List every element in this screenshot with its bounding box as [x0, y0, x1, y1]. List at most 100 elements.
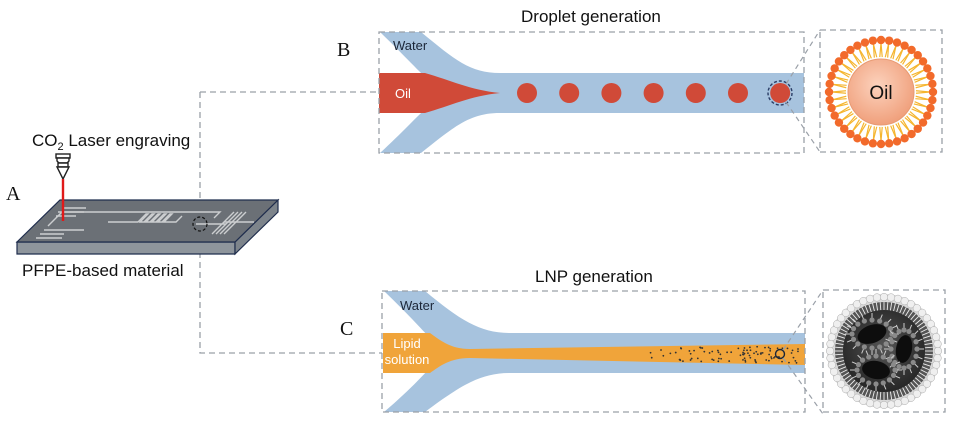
surfactant-head: [868, 36, 878, 45]
nanoparticle-dot: [790, 352, 793, 354]
zoom-frame-c: [822, 289, 946, 413]
lipid-tail: [840, 369, 848, 374]
inner-lipid-head: [889, 339, 895, 345]
lipid-tail: [914, 377, 922, 384]
inner-lipid-head: [914, 346, 920, 352]
surfactant-head: [876, 139, 886, 149]
nanoparticle-dot: [756, 353, 759, 356]
panel-letter-c: C: [340, 318, 353, 340]
panel-letter-b: B: [337, 39, 350, 61]
pfpe-chip: [15, 198, 280, 256]
nanoparticle-dot: [717, 351, 720, 354]
lipid-tail: [851, 381, 858, 389]
surfactant-head: [918, 57, 928, 66]
surfactant-tail: [851, 119, 860, 132]
lipid-head: [922, 379, 931, 388]
surfactant-tail: [832, 95, 847, 101]
surfactant-head: [834, 57, 844, 66]
inner-lipid-head: [906, 328, 912, 335]
nanoparticle-dot: [703, 350, 706, 353]
lnp-core: [843, 310, 925, 392]
nanoparticle-dot: [743, 347, 746, 349]
lipid-tail: [875, 391, 879, 400]
lipid-head: [912, 389, 921, 398]
surfactant-tail: [841, 62, 854, 71]
lipid-tail: [835, 342, 844, 346]
surfactant-droplet: [824, 35, 938, 149]
lipid-head: [933, 346, 943, 356]
surfactant-head: [825, 79, 834, 89]
inner-lipid-head: [886, 357, 893, 363]
lnp-highlight: [774, 348, 786, 360]
nanoparticle-dot: [711, 358, 714, 361]
surfactant-head: [928, 79, 937, 89]
surfactant-head: [827, 103, 836, 113]
panel-letter-a: A: [6, 183, 21, 205]
nanoparticle-dot: [744, 359, 747, 362]
panel-b: Droplet generation B Water Oil Oil: [337, 7, 943, 154]
lipid-tail: [902, 307, 907, 315]
nanoparticle-dot: [696, 357, 699, 360]
inner-lipid-head: [861, 344, 867, 350]
inner-lipid-head: [886, 377, 893, 383]
panel-c-title: LNP generation: [535, 267, 653, 286]
nanoparticle-dot: [768, 353, 771, 356]
lipid-nanoparticle: [825, 292, 943, 410]
lipid-head: [837, 314, 846, 323]
rna-core: [857, 324, 887, 344]
surfactant-head: [892, 38, 902, 47]
nanoparticle-dot: [765, 359, 768, 361]
lipid-tail: [902, 387, 907, 395]
droplet-highlight: [767, 80, 793, 106]
lipid-tail: [844, 374, 852, 381]
lipid-tail: [879, 302, 882, 311]
lipid-tail: [916, 321, 924, 328]
inner-lipid-head: [883, 321, 889, 327]
nanoparticle-dot: [728, 360, 731, 362]
surfactant-tail: [834, 101, 848, 108]
surfactant-head: [830, 111, 839, 120]
lipid-tail: [910, 313, 917, 321]
lipid-tail: [846, 318, 854, 325]
nanoparticle-dot: [682, 360, 684, 363]
surfactant-head: [853, 41, 862, 50]
nanoparticle-dot: [742, 349, 745, 352]
inner-lipid-head: [883, 341, 889, 347]
water-channel-b: [380, 32, 804, 153]
inner-lipid-head: [890, 362, 897, 368]
inner-lipid-head: [906, 363, 912, 370]
surfactant-tail: [909, 62, 922, 73]
lipid-tail: [864, 305, 869, 314]
droplet: [517, 83, 537, 103]
lipid-tail: [851, 313, 858, 321]
lipid-head: [847, 304, 856, 313]
surfactant-head: [827, 71, 836, 81]
lipid-head: [825, 346, 835, 356]
surfactant-head: [846, 129, 855, 139]
nanoparticle-dot: [674, 351, 677, 354]
surfactant-tail: [865, 124, 870, 139]
inner-lipid-head: [896, 363, 902, 370]
nanoparticle-dot: [662, 354, 665, 357]
lipid-tail: [912, 379, 919, 386]
lipid-head: [893, 399, 903, 408]
lipid-tail: [918, 325, 927, 330]
droplet: [601, 83, 622, 103]
nanoparticle-dot: [743, 352, 746, 355]
nanoparticle-dot: [693, 349, 695, 352]
lipid-tail: [907, 383, 914, 391]
surfactant-head: [926, 103, 935, 113]
surfactant-tail: [840, 111, 853, 122]
laser-head-icon: [55, 153, 71, 181]
zoom-guides-b: [785, 29, 821, 153]
lipid-tail: [905, 385, 910, 394]
inner-lipid-head: [866, 354, 872, 360]
inner-lipid-head: [892, 367, 898, 373]
lipid-tail: [844, 321, 852, 328]
nanoparticle-dot: [791, 349, 794, 352]
nanoparticle-dot: [797, 350, 799, 353]
nanoparticle-dot: [688, 350, 691, 352]
surfactant-head: [900, 41, 909, 50]
surfactant-head: [834, 118, 844, 127]
surfactant-tail: [912, 69, 925, 78]
